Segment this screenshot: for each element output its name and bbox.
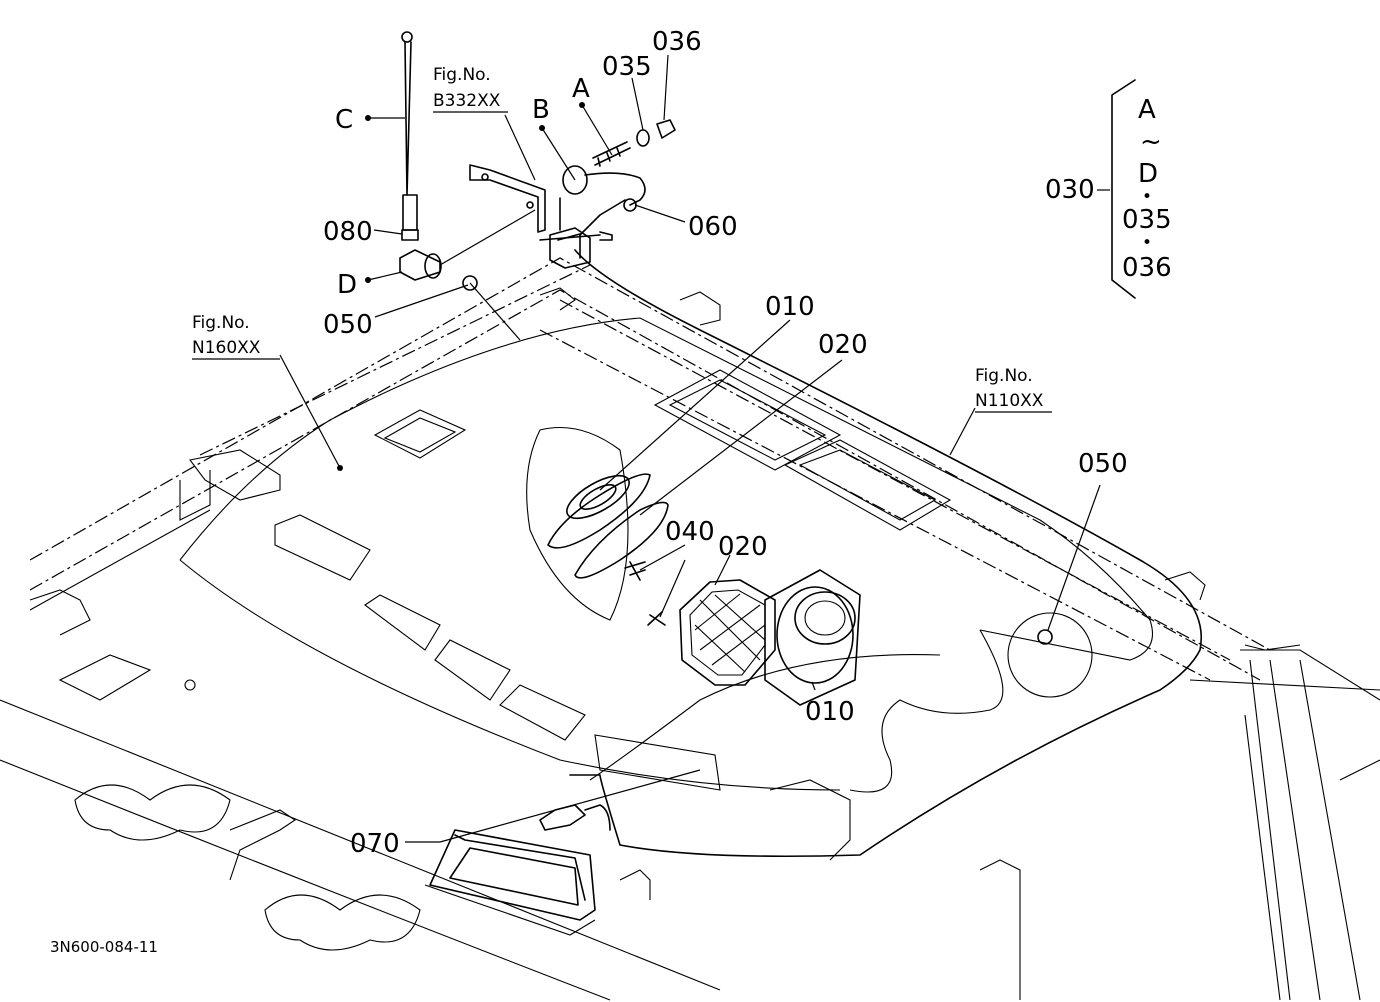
radio-panel-070 [424,804,611,936]
label-036: 036 [652,27,702,57]
grill-upper [574,501,669,579]
label-040: 040 [665,517,715,547]
kit-item-035: 035 [1122,205,1172,235]
label-035: 035 [602,52,652,82]
grill-lower [679,579,776,686]
figref-n110-line2: N110XX [975,391,1044,411]
label-letter-d: D [337,270,357,300]
antenna-cable [569,249,1202,858]
label-letter-a: A [572,74,590,104]
speaker-lower [764,569,861,706]
label-030: 030 [1045,175,1095,205]
label-letter-b: B [532,95,550,125]
label-070: 070 [350,829,400,859]
figref-b332-line2: B332XX [433,91,501,111]
speaker-upper [547,473,651,549]
figref-n110-line1: Fig.No. [975,366,1033,386]
label-020-top: 020 [818,330,868,360]
label-080: 080 [323,217,373,247]
kit-item-036: 036 [1122,253,1172,283]
kit-bracket [1111,79,1136,299]
kit-bullet-2: • [1142,233,1152,253]
label-010-bottom: 010 [805,697,855,727]
label-050-right: 050 [1078,449,1128,479]
kit-tilde: ~ [1140,127,1162,157]
label-060: 060 [688,212,738,242]
figref-b332-line1: Fig.No. [433,65,491,85]
figref-n160-line2: N160XX [192,338,261,358]
label-020-mid: 020 [718,532,768,562]
kit-bullet-1: • [1142,187,1152,207]
label-010-top: 010 [765,292,815,322]
headliner-panel [58,317,1154,951]
label-050-top: 050 [323,310,373,340]
figref-n160-line1: Fig.No. [192,313,250,333]
kit-to: D [1138,159,1158,189]
leader-lines [279,54,1110,843]
kit-from: A [1138,95,1156,125]
drawing-code: 3N600-084-11 [50,938,158,956]
roof-frame [0,257,1380,1001]
label-letter-c: C [335,105,353,135]
screws [462,275,1053,645]
